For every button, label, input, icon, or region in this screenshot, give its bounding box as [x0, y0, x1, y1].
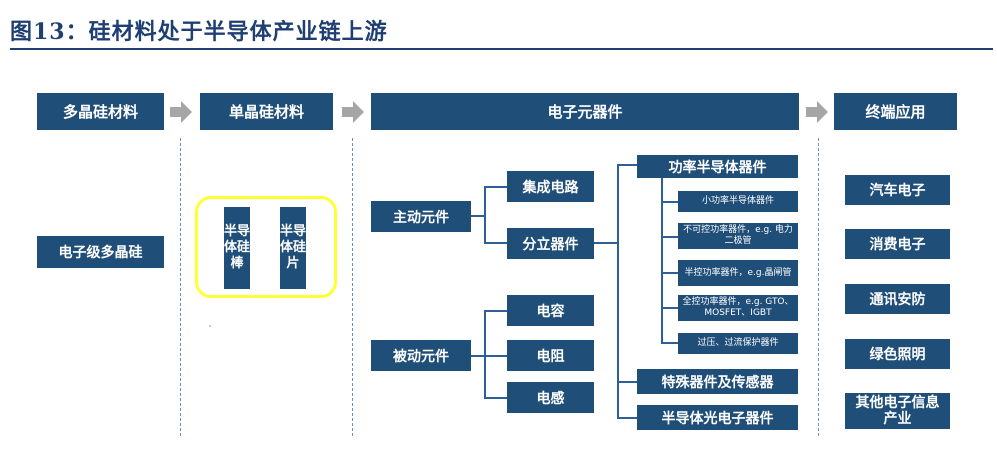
highlight-ring	[195, 196, 337, 298]
small-power-devices: 小功率半导体器件	[678, 191, 798, 212]
semi-controlled-power-devices: 半控功率器件，e.g.晶闸管	[678, 260, 798, 286]
arrow-right-icon	[342, 101, 364, 123]
application-automotive-electronics: 汽车电子	[845, 175, 950, 205]
connector-line	[484, 397, 508, 399]
connector-line	[484, 186, 508, 188]
connector-line	[594, 242, 617, 244]
connector-line	[661, 236, 678, 238]
fully-controlled-power-devices: 全控功率器件，e.g. GTO、MOSFET、IGBT	[678, 295, 798, 321]
column-separator	[818, 138, 819, 436]
connector-line	[484, 186, 486, 243]
overvoltage-protection-devices: 过压、过流保护器件	[678, 333, 798, 354]
connector-line	[617, 417, 637, 419]
application-other-electronic-info-industry: 其他电子信息产业	[845, 393, 950, 429]
application-communication-security: 通讯安防	[845, 284, 950, 314]
connector-line	[661, 342, 678, 344]
electronic-grade-polysilicon: 电子级多晶硅	[37, 236, 164, 268]
connector-line	[484, 242, 508, 244]
column-separator	[180, 138, 181, 436]
connector-line	[661, 173, 663, 343]
connector-line	[617, 381, 637, 383]
semiconductor-optoelectronic-devices: 半导体光电子器件	[637, 405, 798, 430]
connector-line	[484, 310, 508, 312]
power-semiconductor-devices: 功率半导体器件	[637, 155, 798, 178]
connector-line	[617, 164, 637, 166]
header-polysilicon: 多晶硅材料	[37, 93, 164, 130]
arrow-right-icon	[806, 101, 828, 123]
application-green-lighting: 绿色照明	[845, 339, 950, 369]
header-electronic-components: 电子元器件	[371, 93, 799, 130]
figure-title: 图13：硅材料处于半导体产业链上游	[10, 19, 388, 45]
capacitor: 电容	[507, 295, 594, 326]
application-consumer-electronics: 消费电子	[845, 229, 950, 259]
connector-line	[661, 201, 678, 203]
active-components: 主动元件	[371, 201, 471, 232]
connector-line	[617, 164, 619, 418]
header-monosilicon: 单晶硅材料	[200, 93, 333, 130]
header-terminal-applications: 终端应用	[834, 93, 957, 130]
resistor: 电阻	[507, 340, 594, 371]
connector-line	[661, 307, 678, 309]
title-divider	[10, 48, 993, 50]
connector-line	[484, 355, 508, 357]
stray-dot	[209, 325, 211, 327]
uncontrolled-power-devices: 不可控功率器件，e.g. 电力二极管	[678, 223, 798, 249]
inductor: 电感	[507, 382, 594, 413]
connector-line	[471, 215, 484, 217]
arrow-right-icon	[170, 101, 192, 123]
connector-line	[484, 310, 486, 398]
connector-line	[661, 272, 678, 274]
semiconductor-silicon-rod: 半导体硅棒	[224, 207, 250, 289]
column-separator	[352, 138, 353, 436]
connector-line	[471, 355, 484, 357]
special-devices-and-sensors: 特殊器件及传感器	[637, 369, 798, 394]
integrated-circuits: 集成电路	[507, 171, 594, 202]
semiconductor-silicon-wafer: 半导体硅片	[280, 207, 306, 289]
passive-components: 被动元件	[371, 340, 471, 371]
discrete-devices: 分立器件	[507, 228, 594, 259]
